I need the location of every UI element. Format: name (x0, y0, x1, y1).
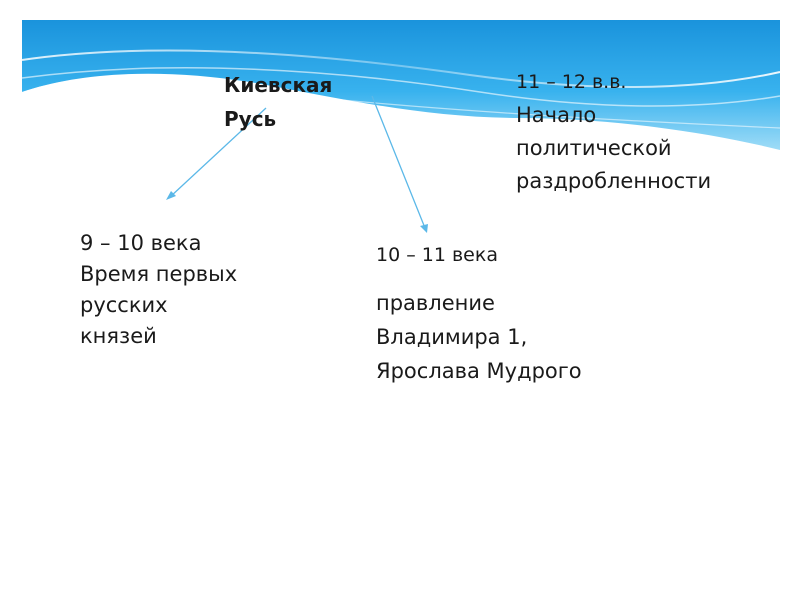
period-1-years: 9 – 10 века (80, 228, 237, 259)
period-1-line-1: Время первых (80, 259, 237, 290)
center-title-line-1: Киевская (224, 68, 332, 102)
period-1-block: 9 – 10 века Время первых русских князей (80, 228, 237, 352)
period-1-line-3: князей (80, 321, 237, 352)
period-2-line-3: Ярослава Мудрого (376, 354, 582, 388)
period-3-line-3: раздробленности (516, 165, 711, 198)
period-2-years: 10 – 11 века (376, 240, 498, 270)
period-3-line-1: Начало (516, 99, 711, 132)
diagram-center-title: Киевская Русь (224, 68, 332, 136)
period-3-line-2: политической (516, 132, 711, 165)
period-2-line-1: правление (376, 286, 582, 320)
period-2-block: правление Владимира 1, Ярослава Мудрого (376, 286, 582, 388)
period-3-years: 11 – 12 в.в. (516, 66, 711, 99)
period-1-line-2: русских (80, 290, 237, 321)
period-2-line-2: Владимира 1, (376, 320, 582, 354)
period-3-block: 11 – 12 в.в. Начало политической раздроб… (516, 66, 711, 198)
center-title-line-2: Русь (224, 102, 332, 136)
